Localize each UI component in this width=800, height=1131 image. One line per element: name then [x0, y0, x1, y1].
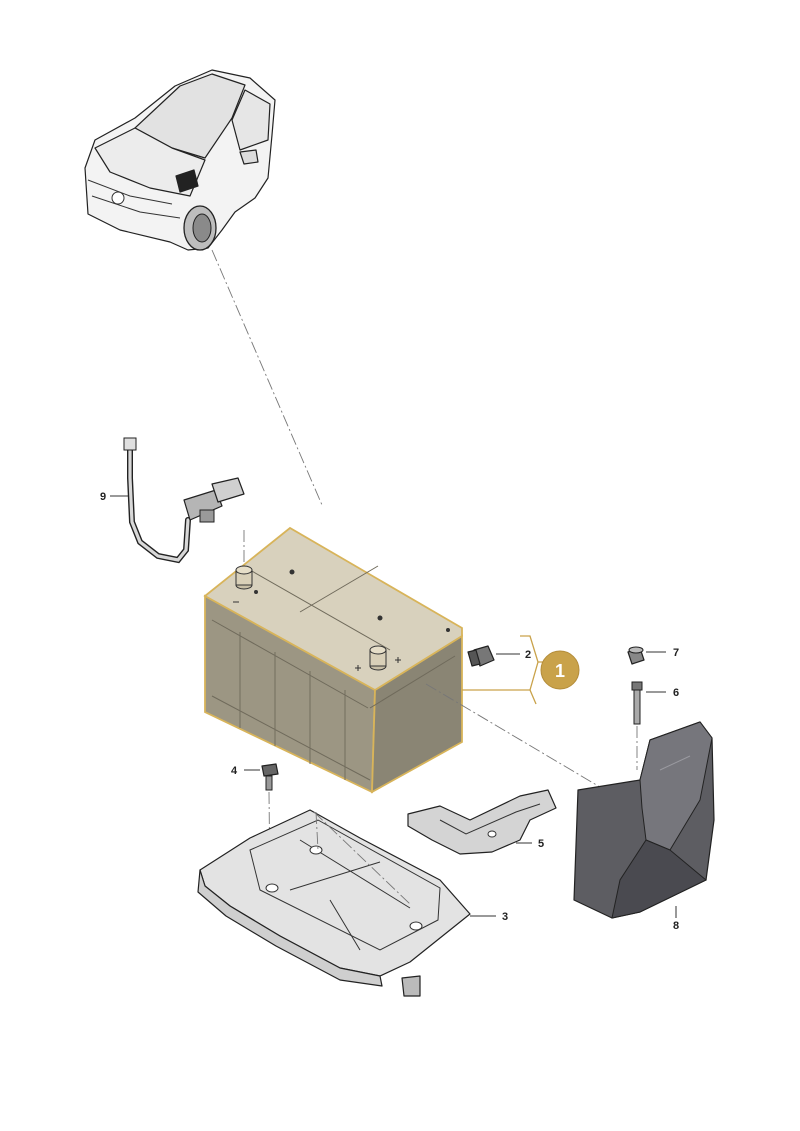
tray-icon — [197, 809, 471, 997]
leader-car-battery — [211, 249, 323, 506]
battery-icon — [203, 526, 463, 794]
svg-text:1: 1 — [555, 661, 565, 681]
callout-badge-1: 1 — [540, 650, 580, 690]
callout-8: 8 — [673, 920, 679, 932]
callout-2: 2 — [525, 649, 531, 661]
car-icon — [84, 69, 276, 251]
callout-3: 3 — [502, 911, 508, 923]
leader-battery-cover — [425, 683, 606, 791]
callout-6: 6 — [673, 687, 679, 699]
cable-icon — [123, 437, 245, 564]
callout-7: 7 — [673, 647, 679, 659]
bracket-icon — [407, 789, 557, 855]
callout-9: 9 — [100, 491, 106, 503]
bolt-icon — [467, 645, 495, 667]
screw-icon — [261, 763, 279, 791]
callout-4: 4 — [231, 765, 238, 777]
bolt-stud-icon — [631, 681, 643, 725]
cover-icon — [573, 721, 715, 919]
callout-5: 5 — [538, 838, 544, 850]
nut-icon — [627, 646, 645, 665]
